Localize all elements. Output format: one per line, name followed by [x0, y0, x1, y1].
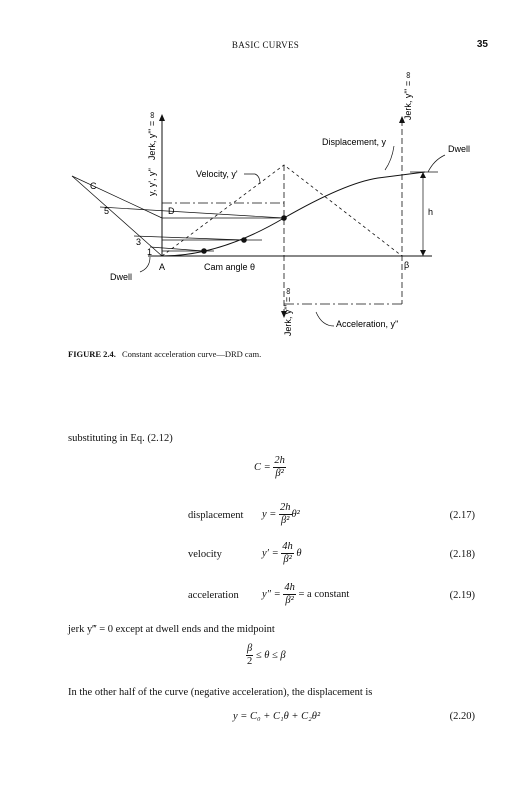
eq-number-2-18: (2.18): [449, 549, 475, 560]
eq-acc-denominator: β²: [285, 595, 294, 606]
curve-point-1: [201, 248, 207, 254]
construction-line-c: [71, 175, 163, 257]
eq-c-numerator: 2h: [273, 455, 286, 468]
jerk-label-bottom: Jerk, y''' = ∞: [283, 288, 293, 336]
figure-caption-label: FIGURE 2.4.: [68, 349, 116, 359]
figure-caption-text: Constant acceleration curve—DRD cam.: [121, 349, 262, 359]
acceleration-label: Acceleration, y'': [336, 319, 399, 329]
eq-vel-denominator: β²: [283, 554, 292, 565]
point-5-label: 5: [104, 206, 109, 216]
jerk-label-top-left: Jerk, y''' = ∞: [147, 112, 157, 160]
dwell-left-leader: [139, 256, 151, 273]
curve-point-3: [241, 237, 247, 243]
point-3-label: 3: [136, 237, 141, 247]
figure-caption: FIGURE 2.4. Constant acceleration curve—D…: [68, 349, 261, 359]
point-d-label: D: [168, 206, 175, 216]
substituting-text: substituting in Eq. (2.12): [68, 433, 173, 444]
beta-label: β: [404, 260, 409, 270]
eq-disp-denominator: β²: [281, 515, 290, 526]
construction-line-1: [149, 246, 205, 252]
eq-vel-lhs: y′ =: [262, 547, 279, 559]
dwell-right-label: Dwell: [448, 144, 470, 154]
running-header-title: BASIC CURVES: [231, 40, 300, 50]
page-number: 35: [476, 39, 488, 50]
jerk-right-arrow: [399, 116, 405, 123]
eq-disp-numerator: 2h: [279, 502, 292, 515]
displacement-curve: [161, 171, 426, 257]
eq-number-2-20: (2.20): [449, 711, 475, 722]
h-arrow-top: [420, 172, 426, 178]
displacement-leader: [384, 145, 395, 171]
construction-line-3: [133, 235, 245, 241]
eq-displacement-name: displacement: [188, 510, 244, 521]
eq-vel-numerator: 4h: [281, 541, 294, 554]
eq-disp-lhs: y =: [262, 508, 277, 520]
equation-2-20: y = C₀ + C₁θ + C₂θ² (2.20): [0, 711, 531, 741]
point-a-label: A: [159, 262, 165, 272]
eq-number-2-19: (2.19): [449, 590, 475, 601]
acceleration-leader: [315, 311, 335, 327]
velocity-leader: [244, 173, 261, 185]
eq-2-20-body: y = C₀ + C₁θ + C₂θ²: [233, 711, 321, 722]
point-1-label: 1: [147, 247, 152, 257]
construction-line-5: [99, 206, 285, 219]
dwell-right-leader: [427, 154, 446, 173]
eq-acc-lhs: y″ =: [262, 588, 281, 600]
h-label: h: [428, 207, 433, 217]
eq-acc-numerator: 4h: [283, 582, 296, 595]
dwell-left-label: Dwell: [110, 272, 132, 282]
eq-range-rhs: ≤ θ ≤ β: [255, 649, 286, 661]
y-axis-arrow: [159, 114, 165, 121]
curve-point-midpoint: [281, 215, 287, 221]
velocity-label: Velocity, y': [196, 169, 238, 179]
y-axis-label: y, y', y'': [147, 168, 157, 196]
eq-range-denominator: 2: [246, 656, 253, 667]
eq-number-2-17: (2.17): [449, 510, 475, 521]
cam-curve-figure: Jerk, y''' = ∞ Jerk, y''' = ∞ Jerk, y'''…: [71, 72, 470, 336]
velocity-curve: [161, 164, 403, 257]
cam-angle-label: Cam angle θ: [204, 262, 255, 272]
eq-acceleration-name: acceleration: [188, 590, 239, 601]
h-arrow-bottom: [420, 250, 426, 256]
eq-c-lhs: C =: [254, 461, 271, 473]
eq-acc-rhs: = a constant: [298, 588, 350, 600]
point-c-label: C: [90, 181, 97, 191]
eq-velocity-name: velocity: [188, 549, 222, 560]
jerk-bottom-arrow: [281, 311, 287, 318]
eq-c-denominator: β²: [275, 468, 284, 479]
displacement-label: Displacement, y: [322, 137, 387, 147]
eq-range-numerator: β: [246, 643, 254, 656]
eq-vel-rhs: θ: [296, 547, 302, 559]
jerk-label-top-right: Jerk, y''' = ∞: [403, 72, 413, 120]
other-half-text: In the other half of the curve (negative…: [68, 687, 373, 698]
jerk-text: jerk y‴ = 0 except at dwell ends and the…: [68, 624, 275, 635]
construction-line-cd: [71, 175, 163, 219]
eq-disp-rhs: θ²: [291, 508, 300, 520]
